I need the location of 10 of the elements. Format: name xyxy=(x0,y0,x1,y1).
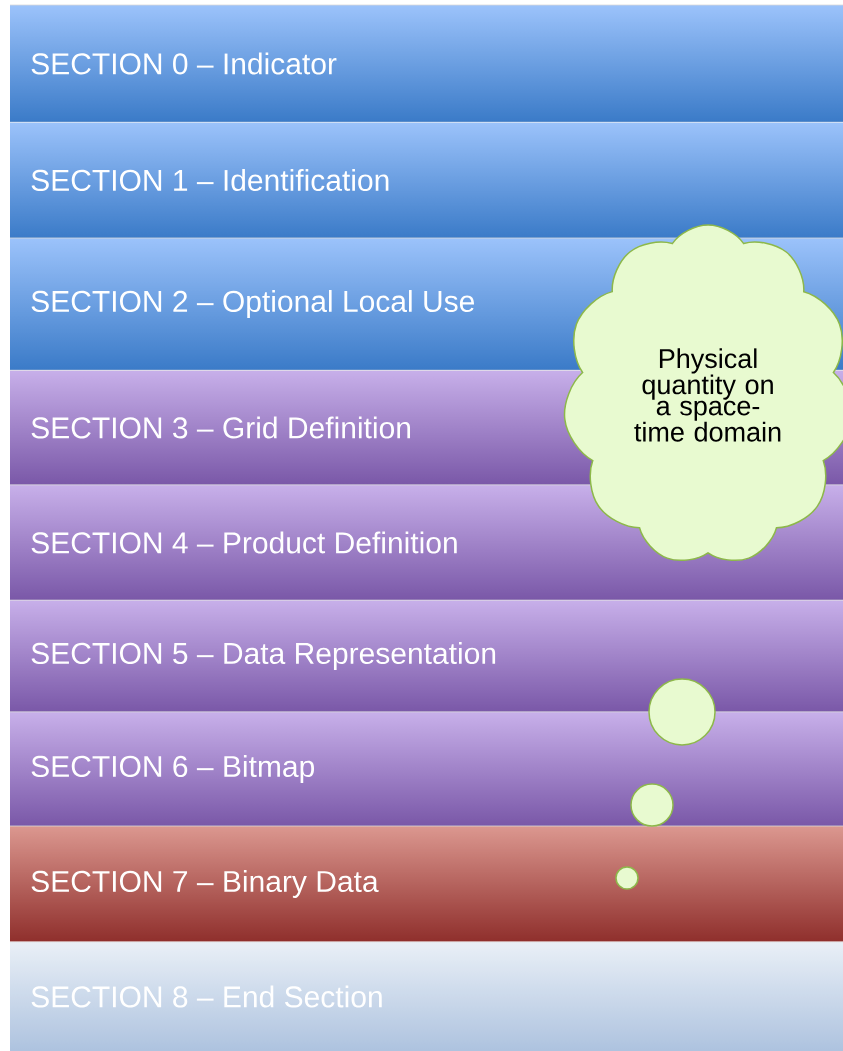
section-label: SECTION 1 – Identification xyxy=(31,169,389,191)
thought-cloud: Physical quantity on a space-time domain xyxy=(563,224,843,890)
section-label: SECTION 2 – Optional Local Use xyxy=(31,290,474,318)
section-label: SECTION 3 – Grid Definition xyxy=(31,416,410,439)
section-label: SECTION 0 – Indicator xyxy=(31,52,337,75)
section-label: SECTION 7 – Binary Data xyxy=(31,870,379,898)
section-label: SECTION 6 – Bitmap xyxy=(31,755,314,783)
section-label: SECTION 4 – Product Definition xyxy=(31,531,457,554)
section-label: SECTION 8 – End Section xyxy=(31,985,382,1008)
section-label: SECTION 5 – Data Representation xyxy=(31,642,496,670)
